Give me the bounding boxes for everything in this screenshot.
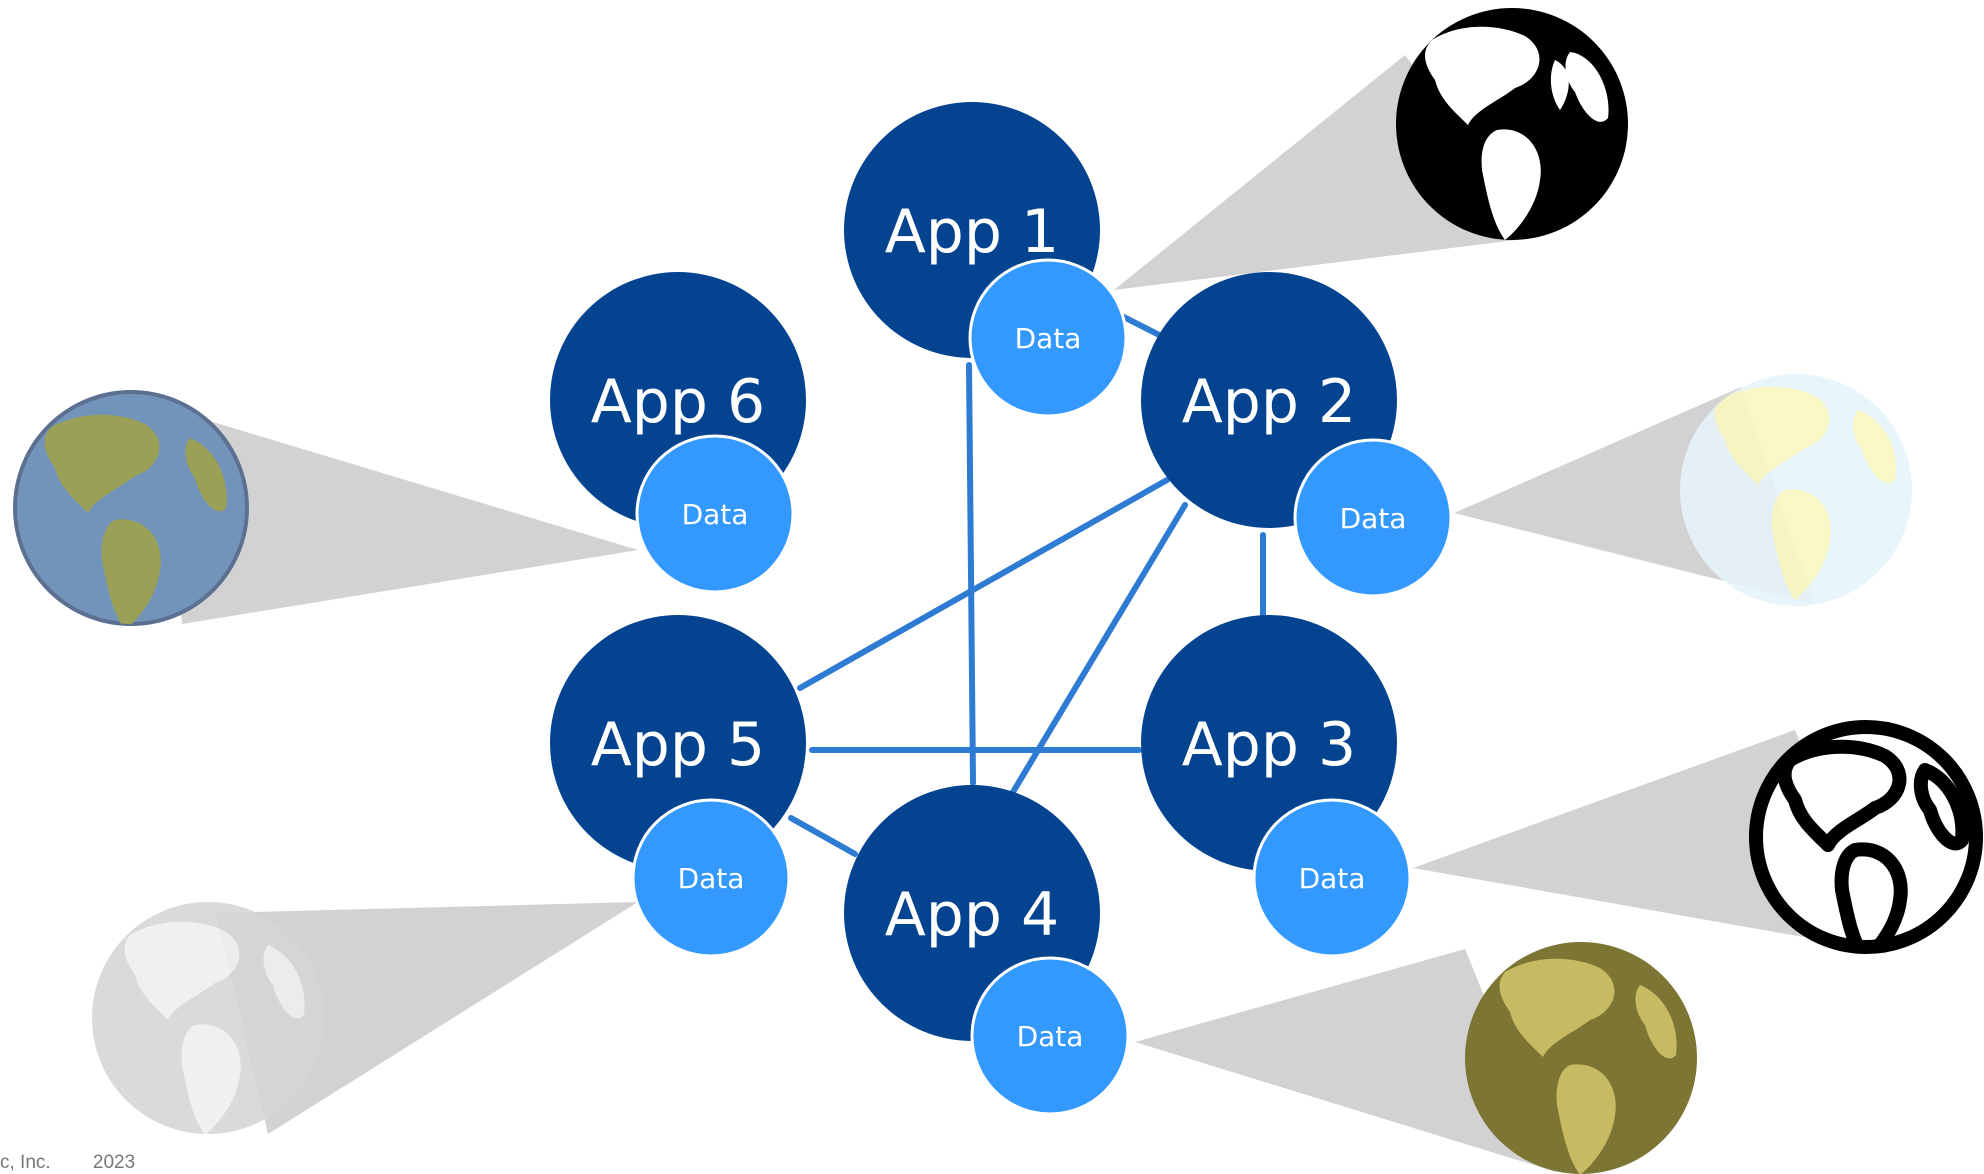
data-circle[interactable] — [635, 434, 795, 594]
globe-app3-continent — [1777, 739, 1907, 852]
connector-app1-app4 — [966, 362, 976, 786]
globe-app2 — [1680, 374, 1912, 606]
globe-app3-continent — [1913, 763, 1970, 851]
globe-app6-continent — [185, 438, 227, 512]
globe-app3 — [1749, 720, 1983, 954]
globe-app1-continent — [1565, 52, 1609, 122]
data-label: Data — [682, 498, 749, 531]
app-label: App 2 — [1182, 367, 1356, 437]
connector-app2-app4 — [1010, 502, 1188, 795]
data-label: Data — [1017, 1020, 1084, 1053]
globe-app4-continent — [1635, 985, 1677, 1059]
globe-app1 — [1396, 8, 1628, 240]
globe-app4-continent — [1499, 958, 1615, 1057]
globe-app1-continent — [1481, 129, 1541, 240]
data-label: Data — [1299, 862, 1366, 895]
data-node-app5[interactable]: Data — [631, 798, 791, 958]
data-node-app2[interactable]: Data — [1293, 438, 1453, 598]
connector-app5-app4 — [788, 815, 858, 857]
data-node-app4[interactable]: Data — [970, 956, 1130, 1116]
connectors — [788, 307, 1266, 857]
app-label: App 3 — [1182, 710, 1356, 780]
data-node-app6[interactable]: Data — [635, 434, 795, 594]
globe-app5-continent — [263, 945, 305, 1019]
globe-app5-continent — [124, 921, 240, 1020]
data-node-app3[interactable]: Data — [1252, 798, 1412, 958]
globe-app1-continent — [1424, 26, 1540, 125]
beam-app5 — [216, 902, 638, 1134]
data-node-app1[interactable]: Data — [968, 258, 1128, 418]
globe-app4 — [1465, 942, 1697, 1174]
data-label: Data — [1340, 502, 1407, 535]
beam-app4 — [1135, 949, 1556, 1172]
app-label: App 5 — [591, 710, 765, 780]
beam-app6 — [160, 406, 638, 624]
app-label: App 1 — [885, 197, 1059, 267]
app-label: App 4 — [885, 880, 1059, 950]
globe-app2-continent — [1853, 410, 1896, 484]
globe-app5 — [92, 902, 324, 1134]
data-circle[interactable] — [631, 798, 791, 958]
globe-app6-continent — [101, 519, 161, 624]
data-label: Data — [1015, 322, 1082, 355]
data-label: Data — [678, 862, 745, 895]
data-circle[interactable] — [970, 956, 1130, 1116]
data-circle[interactable] — [1252, 798, 1412, 958]
globe-app6 — [13, 390, 249, 626]
footer-copyright: c, Inc. 2023 — [0, 1152, 136, 1173]
connector-app2-app5 — [797, 477, 1170, 691]
app-label: App 6 — [591, 367, 765, 437]
data-circle[interactable] — [1293, 438, 1453, 598]
globe-app3-continent — [1834, 842, 1908, 953]
globe-app1-continent — [1550, 60, 1569, 110]
globe-app5-continent — [181, 1024, 241, 1134]
globe-app2-continent — [1771, 489, 1831, 600]
globe-app6-continent — [44, 414, 160, 513]
globe-app2-continent — [1714, 386, 1830, 485]
data-circle[interactable] — [968, 258, 1128, 418]
globe-app4-continent — [1556, 1064, 1616, 1174]
